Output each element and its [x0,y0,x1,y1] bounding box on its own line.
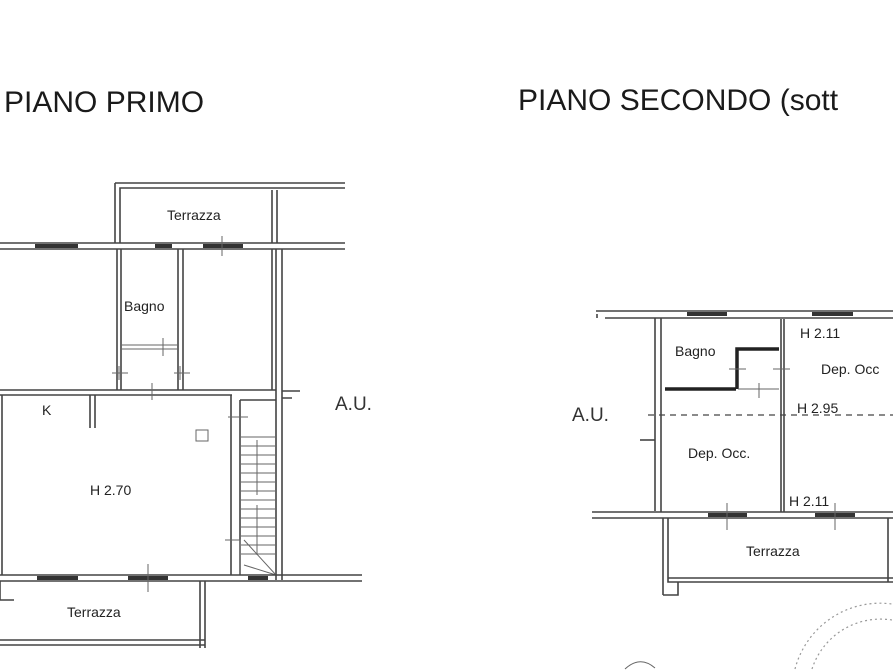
room-label-terrace-top: Terrazza [167,207,221,223]
room-label-storage-left: Dep. Occ. [688,445,750,461]
room-height-top: H 2.11 [800,325,840,341]
adjacent-unit-label: A.U. [572,405,609,426]
second-floor-plan: Bagno H 2.11 Dep. Occ H 2.95 Dep. Occ. H… [572,310,893,670]
room-height-bottom: H 2.11 [789,493,829,509]
stamp-seal [794,602,893,670]
room-label-storage-right: Dep. Occ [821,361,879,377]
first-floor-title: PIANO PRIMO [4,86,204,119]
first-floor-plan: Terrazza Bagno K H 2.70 Terrazza A.U. [0,182,372,648]
stamp-seal-inner [811,618,893,670]
room-height-label: H 2.70 [90,482,131,498]
adjacent-unit-label: A.U. [335,394,372,415]
room-label-kitchen: K [42,402,52,418]
room-label-bathroom: Bagno [124,298,165,314]
second-floor-title: PIANO SECONDO (sott [518,84,839,117]
room-label-terrace-bottom: Terrazza [67,604,121,620]
room-label-terrace: Terrazza [746,543,800,559]
room-height-mid: H 2.95 [797,400,838,416]
room-label-bathroom: Bagno [675,343,716,359]
